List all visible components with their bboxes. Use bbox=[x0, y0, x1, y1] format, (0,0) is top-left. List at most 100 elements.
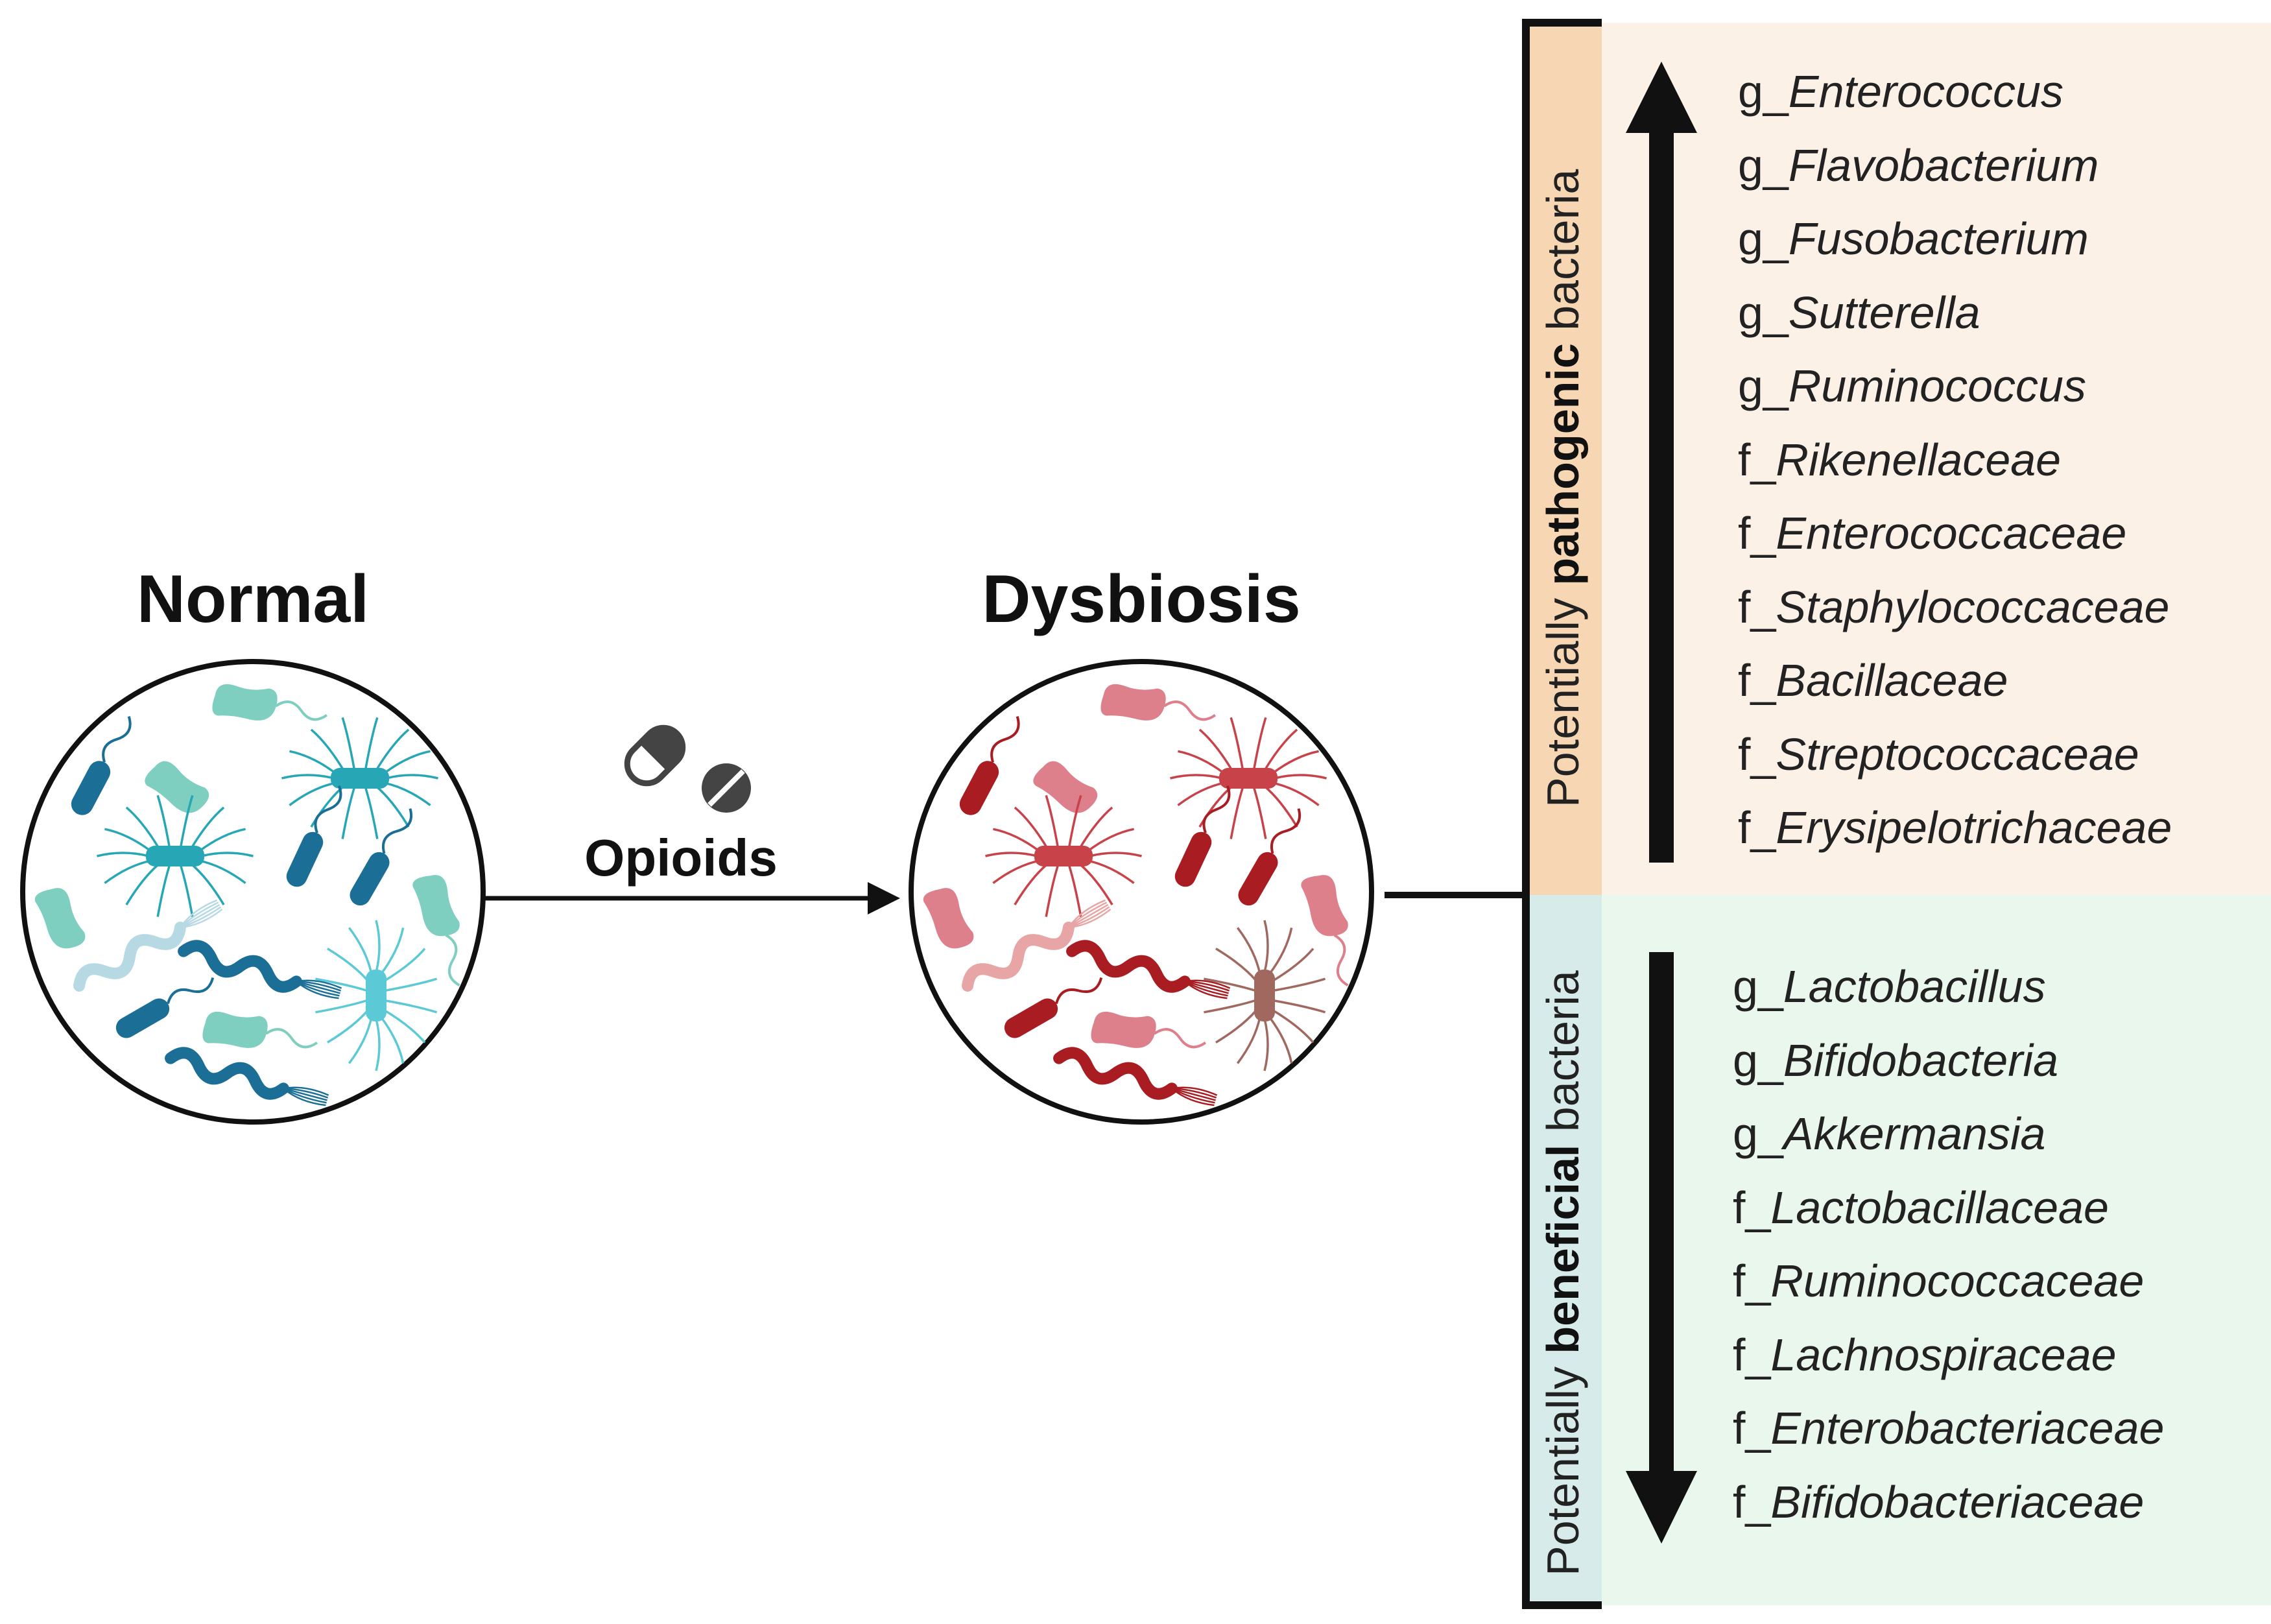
pilus bbox=[1170, 774, 1222, 780]
bacteria-icon bbox=[985, 794, 1142, 917]
taxon-rank: f_ bbox=[1733, 1182, 1771, 1233]
flagellum bbox=[296, 981, 339, 999]
pathogenic-panel-bg bbox=[1602, 23, 2271, 895]
pathogenic-taxon-item: g_Fusobacterium bbox=[1738, 202, 2172, 276]
flagellum bbox=[1068, 908, 1112, 929]
pathogenic-label-strip bbox=[1526, 23, 1602, 895]
pilus bbox=[379, 927, 405, 975]
pilus bbox=[1271, 750, 1319, 775]
pilus bbox=[383, 948, 426, 983]
bacteria-icon bbox=[1053, 1047, 1218, 1106]
pilus bbox=[1177, 782, 1225, 807]
bacteria-icon bbox=[1033, 761, 1098, 813]
pilus bbox=[386, 999, 438, 1014]
bacteria-icon bbox=[71, 716, 132, 815]
pilus bbox=[190, 806, 225, 849]
pathogenic-label: Potentially pathogenic bacteria bbox=[1538, 169, 1588, 807]
bacteria-icon bbox=[97, 794, 254, 917]
bacteria-icon bbox=[202, 1011, 318, 1049]
pathogenic-taxon-item: g_Enterococcus bbox=[1738, 55, 2172, 129]
pilus bbox=[1045, 866, 1059, 917]
flagellum bbox=[274, 700, 328, 721]
taxon-name: Flavobacterium bbox=[1788, 139, 2099, 191]
bacteria-body bbox=[1053, 1047, 1178, 1100]
bacteria-icon bbox=[165, 1047, 329, 1106]
pilus bbox=[348, 927, 373, 975]
flagellum bbox=[1270, 808, 1301, 854]
bacteria-body bbox=[1091, 1011, 1156, 1048]
pilus bbox=[315, 977, 366, 992]
pilus bbox=[1274, 999, 1326, 1014]
pilus bbox=[289, 782, 337, 807]
bacteria-icon bbox=[412, 875, 460, 987]
flagellum bbox=[180, 908, 223, 929]
pathogenic-label-prefix: Potentially bbox=[1538, 585, 1588, 807]
pilus bbox=[992, 859, 1040, 885]
bacteria-body bbox=[178, 940, 302, 993]
pill-capsule-icon bbox=[624, 724, 686, 787]
taxon-name: Erysipelotrichaceae bbox=[1776, 802, 2172, 853]
pilus bbox=[1204, 999, 1255, 1014]
bacteria-icon bbox=[1100, 684, 1217, 721]
bacteria-icon bbox=[923, 888, 974, 949]
bacteria-body bbox=[115, 998, 170, 1038]
taxon-rank: f_ bbox=[1733, 1403, 1771, 1453]
bacteria-icon bbox=[145, 761, 209, 813]
bacteria-icon bbox=[1174, 785, 1231, 887]
pilus bbox=[1014, 806, 1049, 849]
pathogenic-taxon-item: f_Streptococcaceae bbox=[1738, 718, 2172, 792]
bacteria-body bbox=[1219, 768, 1278, 789]
pilus bbox=[1230, 717, 1244, 769]
pilus bbox=[1263, 920, 1269, 973]
taxon-rank: f_ bbox=[1738, 508, 1776, 558]
pilus bbox=[180, 866, 194, 917]
pilus bbox=[1086, 828, 1134, 853]
flagellum bbox=[1171, 1088, 1215, 1106]
bacteria-icon bbox=[115, 977, 215, 1038]
bacteria-icon bbox=[73, 899, 223, 992]
beneficial-taxon-item: g_Akkermansia bbox=[1733, 1097, 2164, 1171]
bacteria-body bbox=[1033, 761, 1098, 813]
pilus bbox=[1079, 863, 1113, 905]
pilus bbox=[1268, 927, 1293, 975]
flagellum bbox=[283, 1088, 326, 1106]
pilus bbox=[375, 728, 410, 771]
bacteria-body bbox=[165, 1047, 289, 1100]
flagellum bbox=[314, 785, 342, 833]
taxon-rank: f_ bbox=[1738, 655, 1776, 706]
bacteria-icon bbox=[1004, 977, 1103, 1038]
bacteria-body bbox=[1034, 846, 1093, 866]
pilus bbox=[379, 1016, 405, 1064]
pilus bbox=[1198, 728, 1233, 771]
pilus bbox=[1087, 859, 1135, 885]
taxon-name: Lactobacillus bbox=[1783, 961, 2046, 1012]
taxon-rank: f_ bbox=[1738, 434, 1776, 485]
flagellum bbox=[102, 716, 132, 763]
bacteria-body bbox=[1238, 852, 1278, 906]
taxon-name: Akkermansia bbox=[1783, 1108, 2046, 1159]
taxon-rank: f_ bbox=[1738, 581, 1776, 632]
bacteria-icon bbox=[1091, 1011, 1207, 1049]
pilus bbox=[1263, 1018, 1269, 1071]
beneficial-label-strip bbox=[1526, 895, 1602, 1605]
pilus bbox=[1236, 1016, 1261, 1064]
pathogenic-taxon-item: f_Rikenellaceae bbox=[1738, 424, 2172, 497]
pilus bbox=[348, 1016, 373, 1064]
taxon-rank: f_ bbox=[1733, 1476, 1771, 1527]
pilus bbox=[1272, 948, 1314, 983]
pilus bbox=[180, 794, 194, 846]
pathogenic-taxon-item: g_Sutterella bbox=[1738, 276, 2172, 350]
taxon-rank: g_ bbox=[1738, 213, 1789, 264]
bacteria-body bbox=[350, 852, 390, 906]
beneficial-taxon-item: f_Lachnospiraceae bbox=[1733, 1319, 2164, 1392]
dysbiosis-microbiome-circle bbox=[909, 659, 1374, 1125]
normal-microbiome-circle bbox=[20, 659, 486, 1125]
pilus bbox=[1268, 1016, 1293, 1064]
flagellum bbox=[382, 808, 412, 854]
bacteria-icon bbox=[178, 940, 342, 999]
flagellum bbox=[445, 934, 460, 987]
pilus bbox=[327, 948, 369, 982]
pathogenic-taxon-item: f_Enterococcaceae bbox=[1738, 497, 2172, 571]
flagellum bbox=[1153, 1028, 1207, 1049]
opioids-arrow-head bbox=[868, 882, 900, 914]
